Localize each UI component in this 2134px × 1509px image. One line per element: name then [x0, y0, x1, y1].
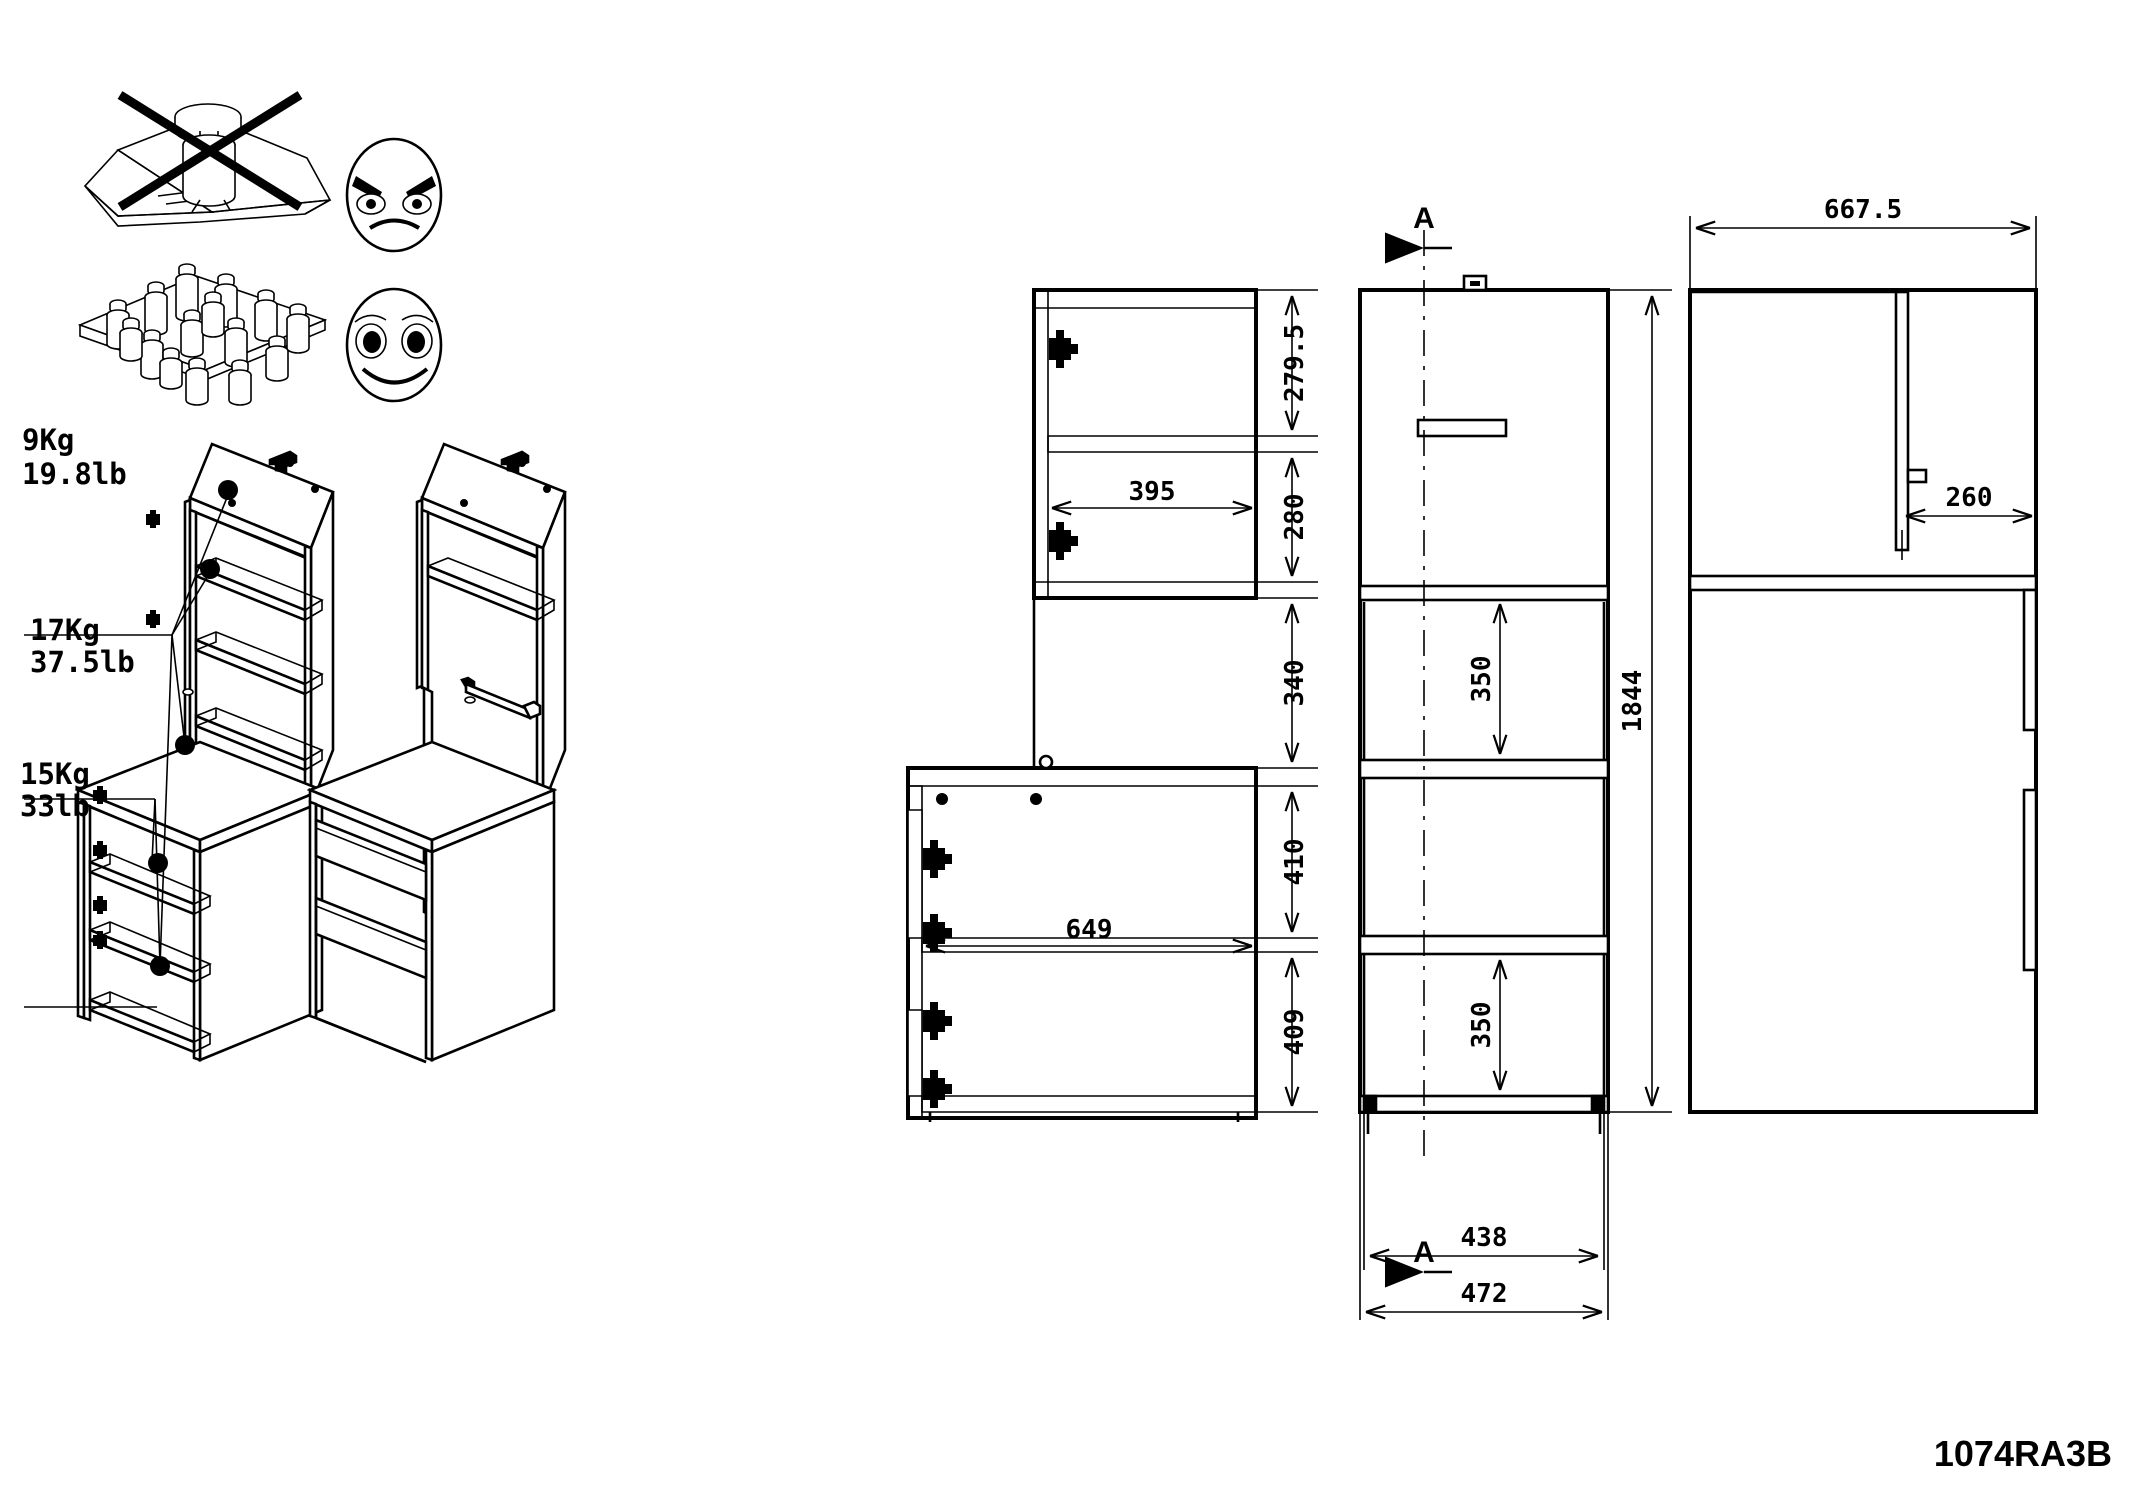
load-label-bottom-kg: 15Kg: [20, 757, 90, 791]
load-leader-lines: [24, 489, 231, 1008]
dim-350-lower: 350: [1467, 1002, 1497, 1049]
front-elevation-view: [1358, 230, 1610, 1288]
forbidden-load-illustration: [83, 91, 332, 227]
happy-face-icon: [345, 287, 443, 403]
dim-279-5: 279.5: [1280, 324, 1310, 402]
dim-340: 340: [1280, 660, 1310, 707]
dim-438: 438: [1461, 1223, 1508, 1253]
side-elevation-view: [1688, 216, 2038, 1114]
dim-260: 260: [1946, 483, 1993, 513]
front-elevation-dimensions: [1359, 289, 1672, 1320]
dim-1844: 1844: [1618, 670, 1648, 733]
load-label-top-lb: 19.8lb: [22, 457, 127, 491]
dim-350-upper: 350: [1467, 656, 1497, 703]
part-number: 1074RA3B: [1934, 1433, 2112, 1474]
section-letter-top: A: [1413, 202, 1435, 235]
dim-410: 410: [1280, 839, 1310, 886]
dim-280: 280: [1280, 494, 1310, 541]
load-label-bottom-lb: 33lb: [20, 789, 90, 823]
dim-667-5: 667.5: [1824, 195, 1902, 225]
dim-409: 409: [1280, 1009, 1310, 1056]
section-dimensions: [925, 289, 1318, 1113]
dim-472: 472: [1461, 1279, 1508, 1309]
load-label-mid-kg: 17Kg: [30, 613, 100, 647]
isometric-assembled-view: [306, 442, 567, 1064]
angry-face-icon: [345, 137, 443, 253]
dim-395: 395: [1129, 477, 1176, 507]
load-label-top-kg: 9Kg: [22, 423, 74, 457]
section-letter-bottom: A: [1413, 1236, 1435, 1269]
allowed-load-illustration: [77, 263, 328, 406]
dim-649: 649: [1066, 915, 1113, 945]
load-label-mid-lb: 37.5lb: [30, 645, 135, 679]
